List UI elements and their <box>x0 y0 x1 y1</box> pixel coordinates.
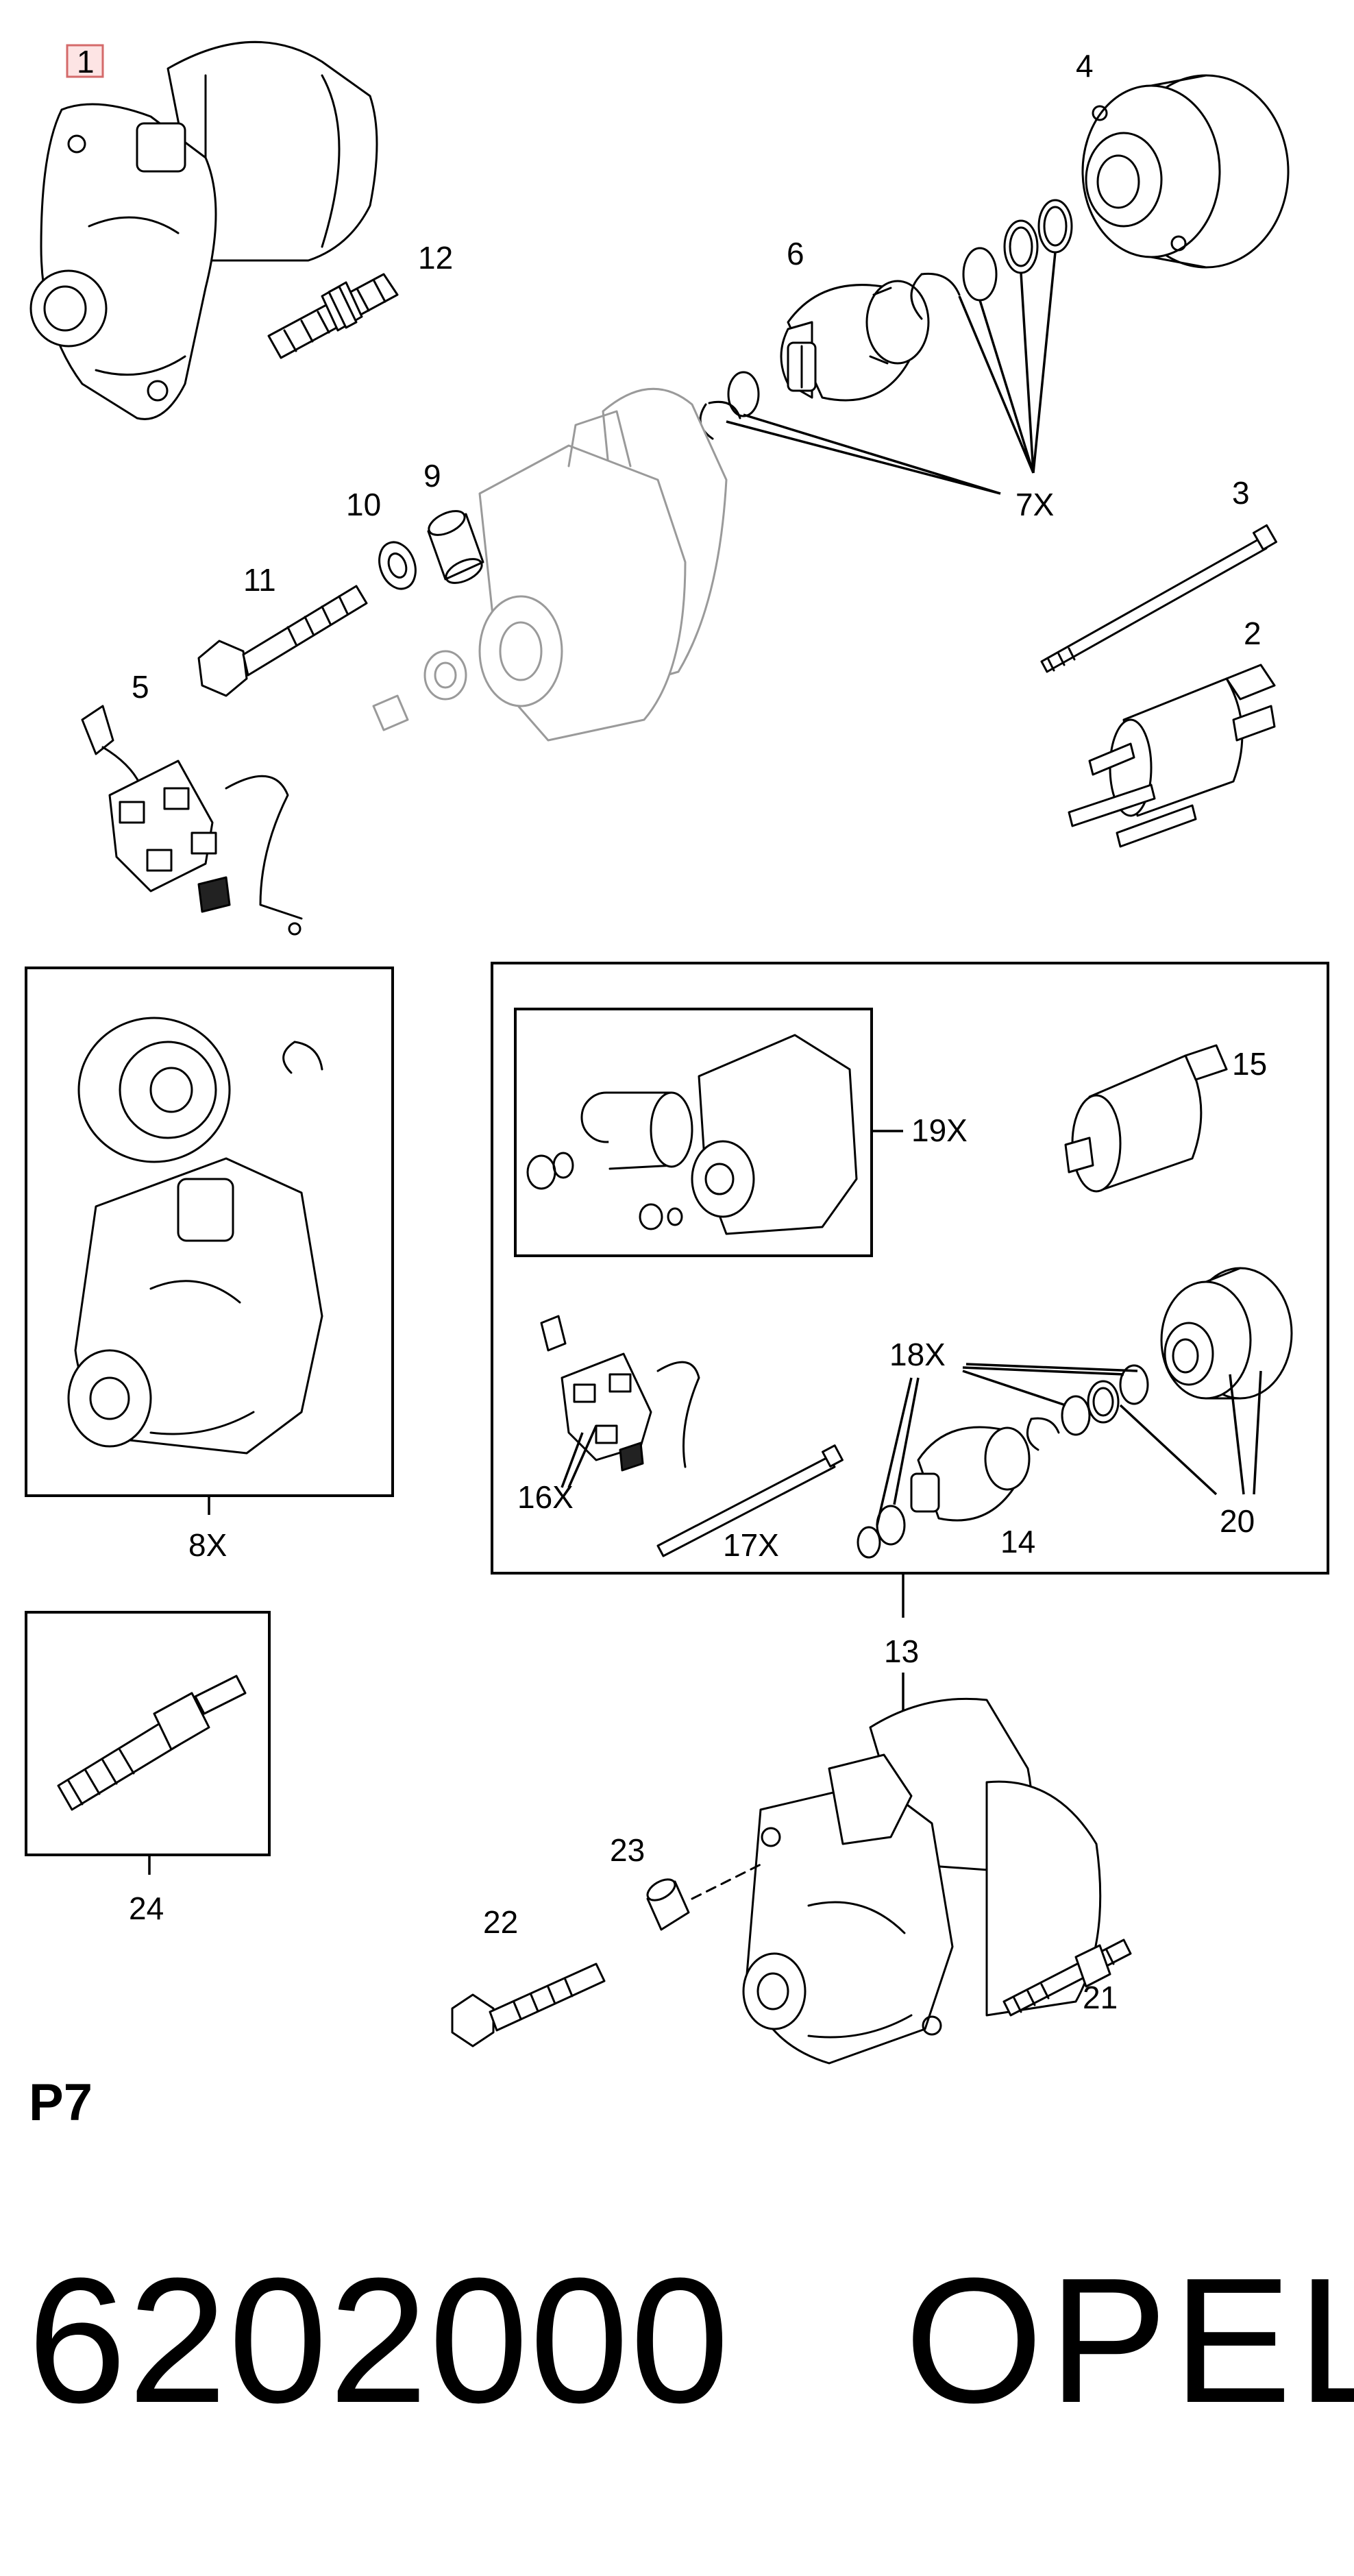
label-5: 5 <box>132 669 149 705</box>
label-11: 11 <box>243 562 276 598</box>
label-24: 24 <box>129 1891 164 1926</box>
label-6: 6 <box>787 236 804 271</box>
part-pinion-drive-6: 6 <box>780 236 930 402</box>
label-15: 15 <box>1232 1046 1267 1082</box>
label-21: 21 <box>1083 1980 1118 2015</box>
label-10: 10 <box>346 487 381 522</box>
label-8x: 8X <box>188 1527 227 1563</box>
part-stud-21: 21 <box>1002 1939 1132 2017</box>
label-16x: 16X <box>517 1479 574 1515</box>
label-4: 4 <box>1076 48 1094 84</box>
label-17x: 17X <box>723 1527 779 1563</box>
assembly-box-13-kit: 19X 15 16X 17X <box>491 962 1329 1618</box>
assembly-box-24: 24 <box>25 1611 271 1926</box>
part-solenoid-15: 15 <box>1064 1044 1267 1193</box>
label-1: 1 <box>77 44 95 80</box>
label-3: 3 <box>1232 475 1250 511</box>
part-bolt-22: 22 <box>451 1904 606 2048</box>
part-through-bolt-3: 3 <box>1040 475 1278 673</box>
assembly-box-8x: 8X <box>25 967 394 1563</box>
part-end-housing-4: 4 <box>1076 48 1290 269</box>
part-end-housing-20: 20 <box>1119 1267 1293 1539</box>
label-19x: 19X <box>911 1113 968 1148</box>
part-sleeve-23: 23 <box>610 1832 690 1931</box>
label-20: 20 <box>1220 1503 1255 1539</box>
label-2: 2 <box>1244 616 1261 651</box>
part-washer-10: 10 <box>346 487 417 590</box>
label-7x: 7X <box>1016 487 1054 522</box>
part-rings-7x: 7X <box>699 199 1073 522</box>
part-number: 6202000 <box>27 2241 731 2440</box>
part-rings-18x: 18X <box>857 1337 1149 1559</box>
part-pinion-14: 14 <box>910 1426 1035 1559</box>
label-18x: 18X <box>889 1337 946 1372</box>
part-solenoid-2: 2 <box>1068 616 1276 848</box>
highlight-box <box>66 44 104 78</box>
brand-name: OPEL <box>904 2241 1354 2440</box>
part-stud-bolt-12: 12 <box>267 240 453 359</box>
group-tag: P7 <box>29 2074 93 2132</box>
part-starter-motor-1: 1 <box>29 40 378 420</box>
part-through-bolt-17x: 17X <box>656 1444 844 1563</box>
label-14: 14 <box>1000 1524 1035 1559</box>
part-bushing-9: 9 <box>423 458 484 584</box>
label-12: 12 <box>418 240 453 276</box>
label-9: 9 <box>423 458 441 494</box>
part-brush-holder-5: 5 <box>81 669 303 936</box>
part-brush-holder-16x: 16X <box>517 1315 700 1515</box>
label-23: 23 <box>610 1832 645 1868</box>
label-22: 22 <box>483 1904 518 1940</box>
part-bolt-11: 11 <box>197 562 368 697</box>
ghost-motor-reference <box>372 387 728 742</box>
label-13: 13 <box>884 1633 919 1669</box>
assembly-box-19x: 19X <box>514 1008 968 1257</box>
